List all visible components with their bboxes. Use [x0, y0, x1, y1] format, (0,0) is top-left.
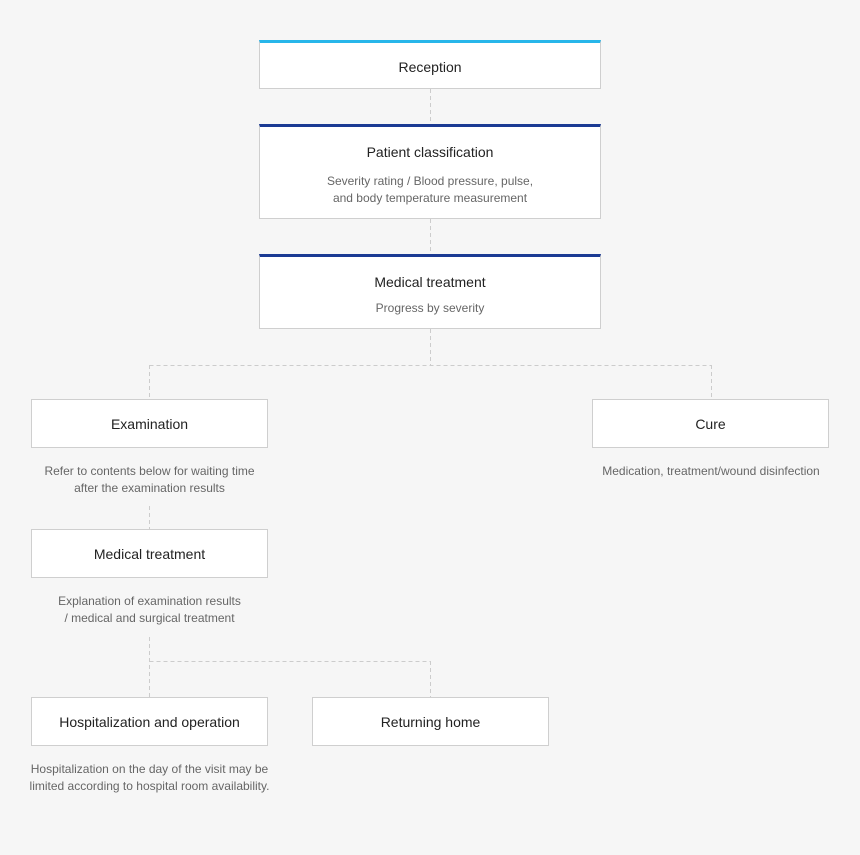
returning-home-box: Returning home — [312, 697, 549, 746]
examination-note: Refer to contents below for waiting time… — [44, 464, 255, 495]
hospitalization-note: Hospitalization on the day of the visit … — [29, 762, 270, 793]
patient-classification-box: Patient classification Severity rating /… — [259, 124, 601, 219]
patient-classification-title: Patient classification — [366, 144, 494, 160]
examination-title: Examination — [110, 416, 189, 432]
medical-treatment-top-title: Medical treatment — [374, 274, 486, 290]
cure-title: Cure — [695, 416, 726, 432]
cure-box: Cure — [592, 399, 829, 448]
medical-treatment-top-desc: Progress by severity — [375, 301, 485, 315]
returning-home-title: Returning home — [380, 714, 481, 730]
patient-classification-desc: Severity rating / Blood pressure, pulse,… — [326, 174, 534, 205]
medical-treatment-bottom-title: Medical treatment — [93, 546, 206, 562]
examination-box: Examination — [31, 399, 268, 448]
medical-treatment-bottom-note: Explanation of examination results / med… — [58, 594, 241, 625]
cure-note: Medication, treatment/wound disinfection — [602, 464, 820, 478]
hospitalization-title: Hospitalization and operation — [59, 714, 240, 730]
medical-treatment-top-box: Medical treatment Progress by severity — [259, 254, 601, 329]
reception-box: Reception — [259, 40, 601, 89]
reception-title: Reception — [398, 59, 462, 75]
medical-treatment-bottom-box: Medical treatment — [31, 529, 268, 578]
hospitalization-box: Hospitalization and operation — [31, 697, 268, 746]
